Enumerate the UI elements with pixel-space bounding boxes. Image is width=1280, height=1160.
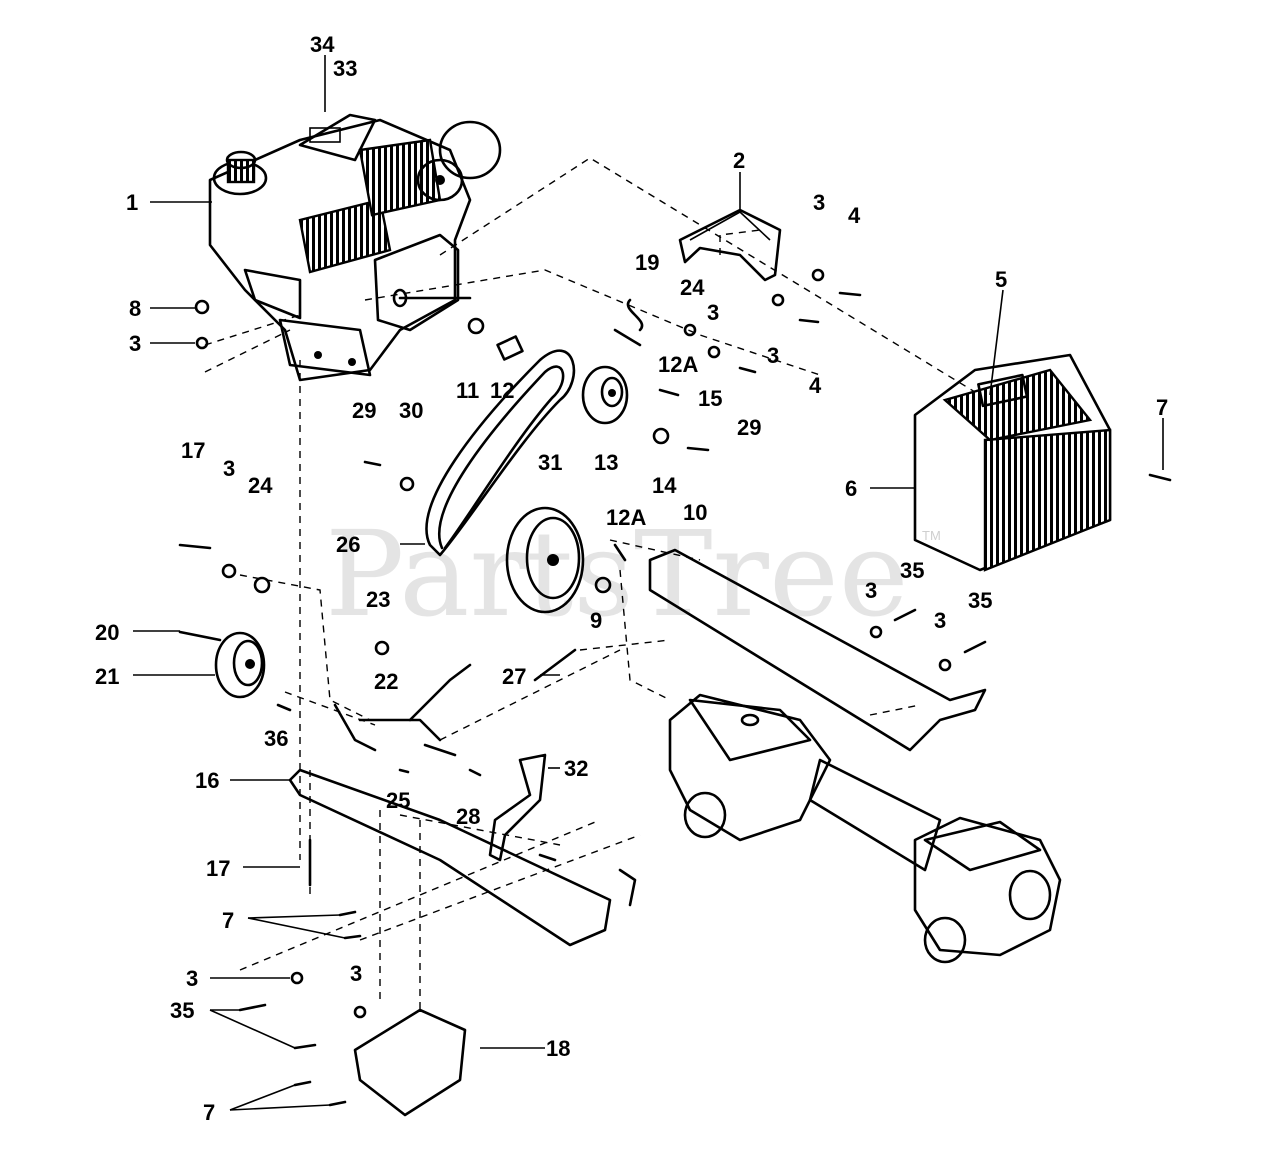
watermark: PartsTree [325, 505, 909, 643]
callout-3: 3 [707, 300, 719, 325]
callout-3: 3 [813, 190, 825, 215]
callout-3: 3 [934, 608, 946, 633]
callout-16: 16 [195, 768, 219, 793]
transmission-assembly [668, 693, 1062, 964]
callout-24: 24 [248, 473, 273, 498]
idler-pulley [214, 631, 266, 699]
callout-3: 3 [129, 331, 141, 356]
callout-4: 4 [848, 203, 861, 228]
callout-18: 18 [546, 1036, 570, 1061]
callout-12a: 12A [606, 505, 646, 530]
callout-29: 29 [737, 415, 761, 440]
lower-frame [288, 768, 612, 947]
callout-22: 22 [374, 669, 398, 694]
callout-28: 28 [456, 804, 480, 829]
callout-1: 1 [126, 190, 138, 215]
callout-17: 17 [181, 438, 205, 463]
callout-3: 3 [350, 961, 362, 986]
callout-20: 20 [95, 620, 119, 645]
callout-33: 33 [333, 56, 357, 81]
callout-10: 10 [683, 500, 707, 525]
callout-4: 4 [809, 373, 822, 398]
callout-6: 6 [845, 476, 857, 501]
callout-32: 32 [564, 756, 588, 781]
callout-35: 35 [968, 588, 992, 613]
callout-labels: 1 2 3 4 5 6 7 8 3 19 24 3 3 4 12A 15 29 … [95, 32, 1168, 1125]
callout-21: 21 [95, 664, 119, 689]
watermark-tm: TM [922, 528, 941, 543]
belt-guard [913, 353, 1112, 572]
callout-29: 29 [352, 398, 376, 423]
frame-rail [648, 548, 987, 752]
callout-13: 13 [594, 450, 618, 475]
callout-31: 31 [538, 450, 562, 475]
pulley-upper [581, 365, 629, 425]
callout-7: 7 [203, 1100, 215, 1125]
callout-3: 3 [186, 966, 198, 991]
callout-2: 2 [733, 148, 745, 173]
callout-3: 3 [223, 456, 235, 481]
callout-3: 3 [865, 578, 877, 603]
bracket-part [678, 208, 782, 282]
callout-8: 8 [129, 296, 141, 321]
callout-26: 26 [336, 532, 360, 557]
callout-19: 19 [635, 250, 659, 275]
callout-5: 5 [995, 267, 1007, 292]
hardware [178, 268, 1172, 1107]
callout-12: 12 [490, 378, 514, 403]
callout-11: 11 [456, 378, 479, 403]
callout-25: 25 [386, 788, 410, 813]
callout-35: 35 [900, 558, 924, 583]
callout-15: 15 [698, 386, 722, 411]
callout-27: 27 [502, 664, 526, 689]
callout-34: 34 [310, 32, 335, 57]
engine-assembly [208, 113, 502, 382]
control-bracket [488, 753, 547, 862]
callout-17: 17 [206, 856, 230, 881]
callout-23: 23 [366, 587, 390, 612]
callout-36: 36 [264, 726, 288, 751]
callout-3: 3 [767, 343, 779, 368]
callout-7: 7 [222, 908, 234, 933]
callout-30: 30 [399, 398, 423, 423]
callout-7: 7 [1156, 395, 1168, 420]
v-belt [425, 349, 576, 557]
callout-14: 14 [652, 473, 677, 498]
leader-lines [133, 55, 1164, 1111]
mount-bracket [353, 1008, 467, 1117]
pulley-lower [505, 506, 585, 614]
callout-35: 35 [170, 998, 194, 1023]
callout-9: 9 [590, 608, 602, 633]
callout-24: 24 [680, 275, 705, 300]
callout-12a: 12A [658, 352, 698, 377]
